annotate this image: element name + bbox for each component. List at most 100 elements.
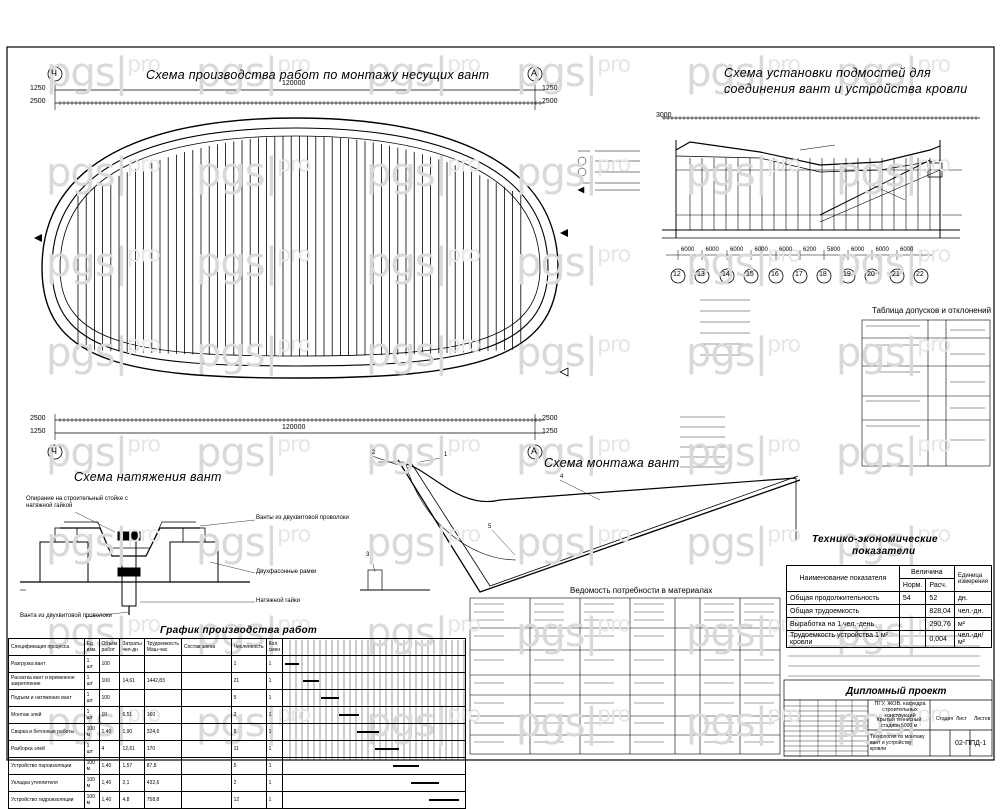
watermark: pgs|pro	[196, 240, 311, 286]
schedule-cell: 4	[98, 740, 121, 758]
schedule-header: Состав звена	[180, 638, 232, 656]
schedule-cell: 1442,83	[143, 672, 182, 690]
scaffold-legend	[680, 299, 750, 468]
schedule-cell: Подъем и натяжение вант	[8, 689, 85, 707]
gantt-bar	[303, 680, 320, 682]
watermark: pgs|pro	[516, 700, 631, 746]
schedule-cell: 100 м	[83, 774, 100, 792]
watermark: pgs|pro	[516, 430, 631, 476]
schedule-cell: 14,61	[119, 672, 145, 690]
watermark: pgs|pro	[686, 50, 801, 96]
watermark: pgs|pro	[366, 240, 481, 286]
gantt-bar-cell	[282, 689, 466, 707]
schedule-cell: 1 шт	[83, 689, 100, 707]
watermark-suffix: pro	[597, 522, 631, 548]
watermark-suffix: pro	[917, 152, 951, 178]
watermark: pgs|pro	[836, 430, 951, 476]
watermark-suffix: pro	[127, 242, 161, 268]
schedule-cell: 100 м	[83, 723, 100, 741]
schedule-cell	[143, 655, 182, 673]
watermark: pgs|pro	[836, 520, 951, 566]
watermark: pgs|pro	[836, 150, 951, 196]
axis-label-left: Ч	[51, 68, 57, 78]
watermark: pgs|pro	[686, 240, 801, 286]
dim-2500-bl: 2500	[30, 415, 46, 422]
watermark-suffix: pro	[277, 432, 311, 458]
tension-label-anchor: Опирание на строительный стойке с натяжн…	[26, 496, 128, 509]
watermark: pgs|pro	[516, 520, 631, 566]
schedule-cell: 1,40	[98, 723, 121, 741]
watermark-suffix: pro	[767, 432, 801, 458]
gantt-bar	[375, 748, 400, 750]
schedule-cell: 1,40	[98, 757, 121, 775]
watermark-brand: pgs	[196, 240, 266, 286]
mount-num-1: 1	[444, 452, 448, 458]
watermark-suffix: pro	[767, 152, 801, 178]
axis-bubble-right	[527, 66, 543, 82]
schedule-cell: Монтаж элей	[8, 706, 85, 724]
watermark-brand: pgs	[366, 240, 436, 286]
materials-table	[469, 597, 781, 755]
schedule-cell	[180, 740, 232, 758]
axis-bubble	[719, 268, 735, 284]
schedule-cell: Устройство гидроизоляции	[8, 791, 85, 809]
schedule-cell: 11	[230, 740, 267, 758]
gantt-bar-cell	[282, 723, 466, 741]
tep-col-calc: Расч.	[925, 578, 955, 592]
title-tolerances: Таблица допусков и отклонений	[872, 306, 992, 315]
watermark: pgs|pro	[196, 520, 311, 566]
schedule-cell	[180, 791, 232, 809]
tep-cell-name: Трудоемкость устройства 1 м² кровли	[786, 630, 900, 648]
schedule-cell: 87,8	[143, 757, 182, 775]
watermark-suffix: pro	[447, 612, 481, 638]
watermark-brand: pgs	[46, 520, 116, 566]
watermark-brand: pgs	[46, 150, 116, 196]
tension-label-insert: Натяжной гайки	[256, 598, 300, 604]
tep-cell-unit: чел.-дн.	[953, 604, 993, 618]
watermark-brand: pgs	[686, 520, 756, 566]
tension-label-ring: Двухфасонные рамки	[256, 569, 317, 575]
watermark-brand: pgs	[686, 610, 756, 656]
watermark-brand: pgs	[836, 430, 906, 476]
tep-table: Наименование показателя Величина Единица…	[786, 565, 993, 648]
dim-1250-tl: 1250	[30, 85, 46, 92]
scaffold-span-label: 6000	[779, 247, 793, 253]
watermark-suffix: pro	[127, 612, 161, 638]
gantt-bar	[393, 765, 420, 767]
schedule-cell: Устройство пароизоляции	[8, 757, 85, 775]
watermark-suffix: pro	[277, 332, 311, 358]
schedule-cell: 1 шт	[83, 672, 100, 690]
tep-cell-calc: 290,76	[925, 617, 955, 631]
schedule-cell: 100	[98, 672, 121, 690]
watermark-brand: pgs	[516, 520, 586, 566]
axis-label-right: А	[531, 68, 538, 78]
title-schedule: График производства работ	[160, 625, 318, 636]
sheet-frame	[6, 46, 995, 761]
mount-scheme	[360, 455, 801, 593]
tep-cell-norm	[898, 617, 927, 631]
title-tep-1: Технико-экономические	[812, 534, 938, 545]
axis-bubble	[743, 268, 759, 284]
watermark: pgs|pro	[196, 50, 311, 96]
gantt-bar	[339, 714, 360, 716]
dim-2500-br: 2500	[542, 415, 558, 422]
schedule-cell: Сварка и бетонные работы	[8, 723, 85, 741]
watermark-brand: pgs	[366, 520, 436, 566]
schedule-cell: 5	[230, 689, 267, 707]
watermark-suffix: pro	[917, 702, 951, 728]
watermark-brand: pgs	[686, 700, 756, 746]
watermark-suffix: pro	[277, 52, 311, 78]
gantt-bar-cell	[282, 774, 466, 792]
tep-col-unit: Единица измерения	[953, 565, 993, 592]
mount-num-5: 5	[488, 524, 492, 530]
watermark-suffix: pro	[597, 702, 631, 728]
watermark-suffix: pro	[597, 432, 631, 458]
schedule-cell: 1	[265, 689, 284, 707]
stamp-project: Дипломный проект	[846, 686, 947, 697]
schedule-cell: 1,57	[119, 757, 145, 775]
tep-col-norm: Норм.	[898, 578, 927, 592]
tep-cell-name: Выработка на 1 чел.-день	[786, 617, 900, 631]
